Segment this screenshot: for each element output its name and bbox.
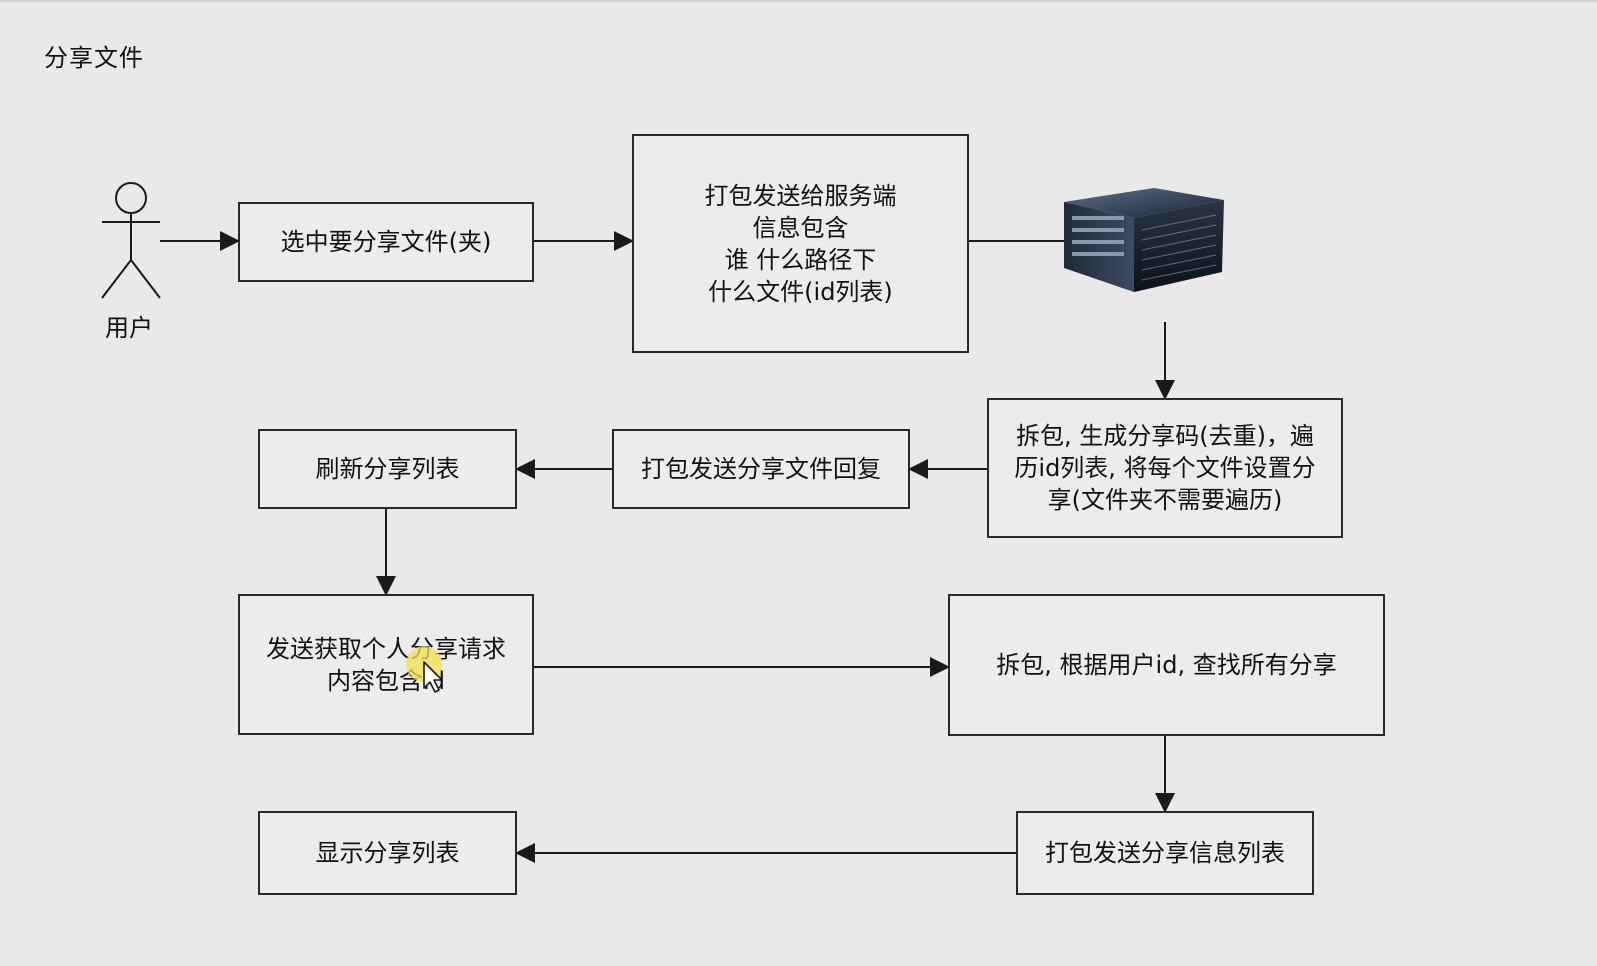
node-lookup-all-shares: 拆包, 根据用户id, 查找所有分享 — [948, 594, 1385, 736]
node-pack-send-to-server: 打包发送给服务端 信息包含 谁 什么路径下 什么文件(id列表) — [632, 134, 969, 353]
node-show-share-list: 显示分享列表 — [258, 811, 517, 895]
mouse-cursor-icon — [400, 640, 454, 694]
node-pack-send-share-list: 打包发送分享信息列表 — [1016, 811, 1314, 895]
user-label: 用户 — [105, 314, 153, 342]
user-icon — [101, 182, 161, 299]
top-divider — [0, 0, 1597, 2]
user-actor: 用户 — [92, 178, 166, 343]
node-refresh-share-list: 刷新分享列表 — [258, 429, 517, 509]
node-request-personal-shares: 发送获取个人分享请求 内容包含id — [238, 594, 534, 735]
node-select-files: 选中要分享文件(夹) — [238, 202, 534, 282]
page-title: 分享文件 — [44, 44, 144, 72]
server-icon — [1062, 180, 1226, 295]
node-pack-send-reply: 打包发送分享文件回复 — [612, 429, 910, 509]
node-unpack-generate-code: 拆包, 生成分享码(去重)，遍 历id列表, 将每个文件设置分 享(文件夹不需要… — [987, 398, 1343, 538]
